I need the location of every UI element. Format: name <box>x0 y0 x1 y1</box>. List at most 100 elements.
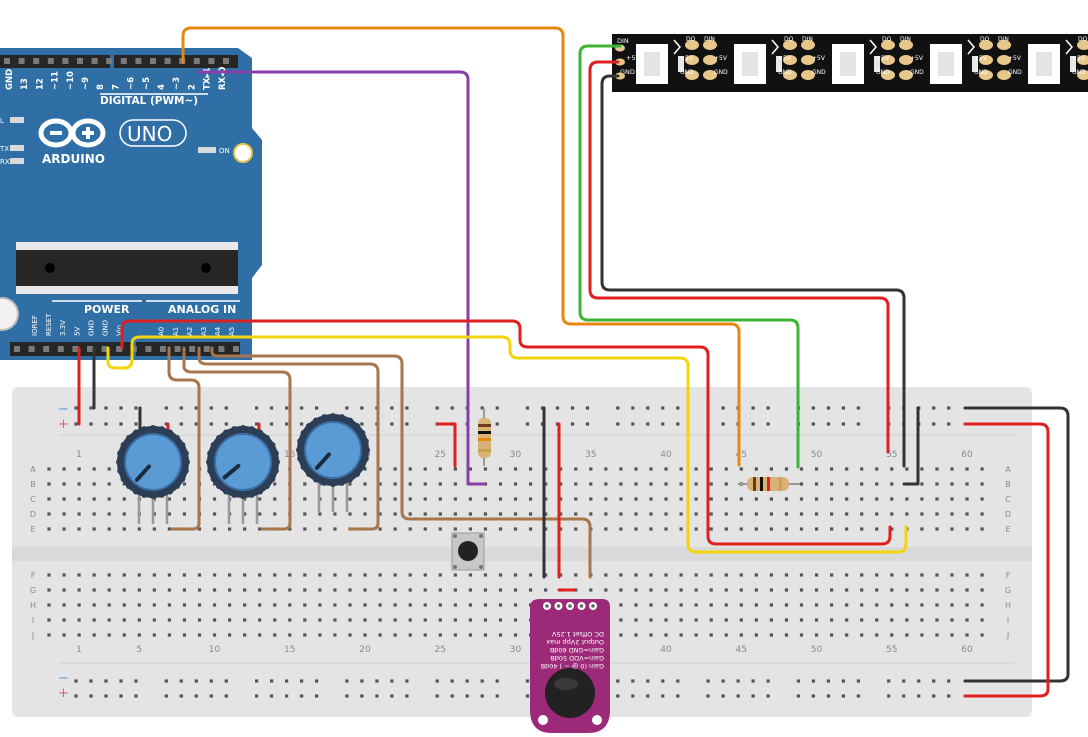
rail-hole[interactable] <box>119 422 123 426</box>
power-header[interactable] <box>10 342 132 356</box>
breadboard-hole[interactable] <box>77 618 81 622</box>
breadboard-hole[interactable] <box>544 497 548 501</box>
breadboard-hole[interactable] <box>348 603 352 607</box>
breadboard-hole[interactable] <box>513 618 518 622</box>
breadboard-hole[interactable] <box>664 512 668 516</box>
rail-hole[interactable] <box>209 679 213 683</box>
power-pin-hole[interactable] <box>174 346 181 352</box>
breadboard-hole[interactable] <box>559 482 563 486</box>
rail-hole[interactable] <box>435 679 439 683</box>
breadboard-hole[interactable] <box>348 618 352 622</box>
rail-hole[interactable] <box>194 406 198 410</box>
breadboard-hole[interactable] <box>619 512 623 516</box>
breadboard-hole[interactable] <box>935 527 939 531</box>
wire-green-din[interactable] <box>578 44 800 469</box>
breadboard-hole[interactable] <box>453 467 457 471</box>
breadboard-hole[interactable] <box>483 527 488 531</box>
breadboard-hole[interactable] <box>363 618 367 622</box>
rail-hole[interactable] <box>631 406 635 410</box>
breadboard-hole[interactable] <box>920 588 924 592</box>
breadboard-hole[interactable] <box>318 588 322 592</box>
breadboard-hole[interactable] <box>363 497 367 501</box>
breadboard-hole[interactable] <box>664 588 668 592</box>
breadboard-hole[interactable] <box>619 603 623 607</box>
rail-hole[interactable] <box>706 694 710 698</box>
breadboard-hole[interactable] <box>544 527 548 531</box>
breadboard-hole[interactable] <box>438 603 442 607</box>
potentiometers[interactable] <box>116 413 370 524</box>
rail-hole[interactable] <box>194 422 198 426</box>
breadboard-hole[interactable] <box>393 482 397 486</box>
rail-hole[interactable] <box>721 422 725 426</box>
breadboard-hole[interactable] <box>243 633 247 637</box>
breadboard-hole[interactable] <box>574 527 578 531</box>
breadboard-hole[interactable] <box>258 618 262 622</box>
breadboard-hole[interactable] <box>122 603 126 607</box>
breadboard-hole[interactable] <box>77 573 81 577</box>
breadboard-hole[interactable] <box>513 573 518 577</box>
breadboard-hole[interactable] <box>258 588 262 592</box>
breadboard-hole[interactable] <box>483 497 488 501</box>
rail-hole[interactable] <box>676 694 680 698</box>
breadboard-hole[interactable] <box>423 633 427 637</box>
breadboard-hole[interactable] <box>965 512 969 516</box>
rail-hole[interactable] <box>947 694 951 698</box>
breadboard-hole[interactable] <box>212 527 217 531</box>
breadboard-hole[interactable] <box>303 618 307 622</box>
breadboard-hole[interactable] <box>739 573 743 577</box>
wire-brown-pot1[interactable] <box>167 346 201 531</box>
breadboard-hole[interactable] <box>709 633 713 637</box>
breadboard-hole[interactable] <box>122 588 126 592</box>
breadboard-hole[interactable] <box>905 633 909 637</box>
rail-hole[interactable] <box>450 679 454 683</box>
breadboard-hole[interactable] <box>62 467 66 471</box>
breadboard-hole[interactable] <box>935 603 939 607</box>
breadboard-hole[interactable] <box>589 467 593 471</box>
rail-hole[interactable] <box>224 406 228 410</box>
breadboard-hole[interactable] <box>784 633 789 637</box>
digital-pin-hole[interactable] <box>150 58 156 64</box>
rail-hole[interactable] <box>766 679 770 683</box>
breadboard-hole[interactable] <box>649 588 653 592</box>
rail-hole[interactable] <box>661 679 665 683</box>
wire-black-short[interactable] <box>902 406 920 486</box>
breadboard-hole[interactable] <box>453 527 457 531</box>
breadboard-hole[interactable] <box>799 618 804 622</box>
breadboard-hole[interactable] <box>137 618 141 622</box>
breadboard-hole[interactable] <box>333 573 337 577</box>
breadboard-hole[interactable] <box>845 512 849 516</box>
rail-hole[interactable] <box>841 679 845 683</box>
rail-hole[interactable] <box>300 406 304 410</box>
breadboard-hole[interactable] <box>935 512 939 516</box>
breadboard-hole[interactable] <box>513 512 518 516</box>
rail-hole[interactable] <box>751 422 755 426</box>
breadboard-hole[interactable] <box>182 588 187 592</box>
breadboard-hole[interactable] <box>363 467 367 471</box>
breadboard-hole[interactable] <box>845 482 849 486</box>
breadboard-hole[interactable] <box>212 573 217 577</box>
breadboard-hole[interactable] <box>739 467 743 471</box>
breadboard-hole[interactable] <box>664 467 668 471</box>
breadboard-hole[interactable] <box>393 573 397 577</box>
breadboard-hole[interactable] <box>679 573 683 577</box>
breadboard-hole[interactable] <box>709 512 713 516</box>
breadboard-hole[interactable] <box>92 527 96 531</box>
breadboard-hole[interactable] <box>62 633 66 637</box>
breadboard-hole[interactable] <box>739 497 743 501</box>
digital-pin-hole[interactable] <box>106 58 113 64</box>
breadboard-hole[interactable] <box>920 497 924 501</box>
breadboard-hole[interactable] <box>634 633 638 637</box>
breadboard-hole[interactable] <box>784 603 789 607</box>
rail-hole[interactable] <box>104 694 108 698</box>
rail-hole[interactable] <box>360 679 364 683</box>
breadboard-hole[interactable] <box>860 512 864 516</box>
breadboard-hole[interactable] <box>453 603 457 607</box>
breadboard-hole[interactable] <box>769 603 773 607</box>
breadboard-hole[interactable] <box>423 467 427 471</box>
breadboard-hole[interactable] <box>634 573 638 577</box>
breadboard-hole[interactable] <box>875 482 879 486</box>
breadboard-hole[interactable] <box>453 512 457 516</box>
breadboard-hole[interactable] <box>724 527 728 531</box>
breadboard-hole[interactable] <box>845 573 849 577</box>
breadboard-hole[interactable] <box>574 482 578 486</box>
